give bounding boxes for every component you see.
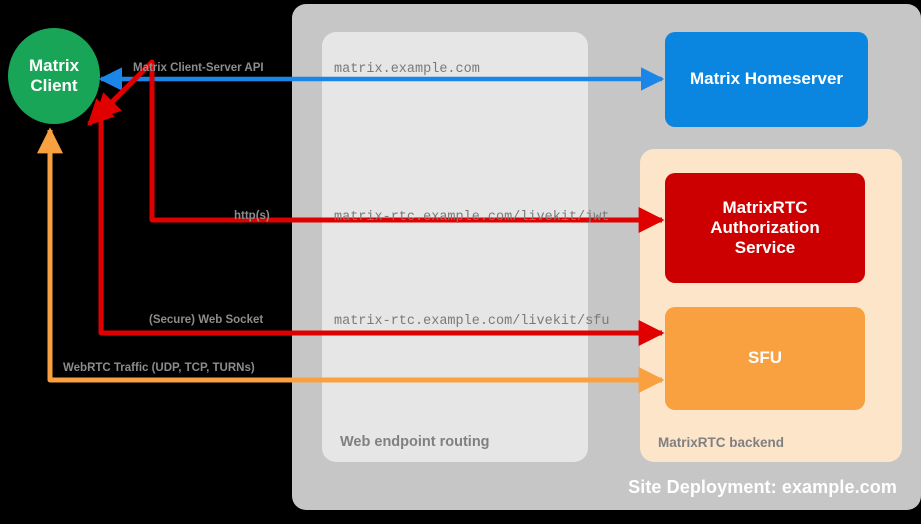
endpoint-label-livekit-sfu: matrix-rtc.example.com/livekit/sfu — [334, 314, 610, 329]
node-matrix-client[interactable]: Matrix Client — [8, 28, 100, 124]
matrixrtc-backend-label: MatrixRTC backend — [658, 435, 785, 450]
node-matrix-homeserver[interactable]: Matrix Homeserver — [665, 32, 868, 127]
flow-label-https: http(s) — [234, 210, 270, 222]
node-matrixrtc-auth-line3: Service — [734, 238, 796, 258]
node-sfu-label: SFU — [748, 348, 782, 368]
node-matrixrtc-authorization-service[interactable]: MatrixRTC Authorization Service — [665, 173, 865, 283]
node-matrixrtc-auth-line2: Authorization — [710, 217, 820, 237]
endpoint-label-livekit-jwt: matrix-rtc.example.com/livekit/jwt — [334, 210, 610, 225]
node-matrix-client-line2: Client — [30, 76, 78, 95]
node-sfu[interactable]: SFU — [665, 307, 865, 410]
node-matrixrtc-auth-line1: MatrixRTC — [722, 197, 808, 217]
flow-label-websocket: (Secure) Web Socket — [149, 314, 264, 326]
site-deployment-label: Site Deployment: example.com — [628, 477, 897, 497]
web-endpoint-routing-container: Web endpoint routing — [322, 32, 588, 462]
node-matrix-client-line1: Matrix — [28, 56, 80, 76]
endpoint-label-matrix: matrix.example.com — [334, 62, 480, 77]
flow-label-webrtc: WebRTC Traffic (UDP, TCP, TURNs) — [63, 362, 255, 374]
node-matrix-homeserver-label: Matrix Homeserver — [689, 69, 844, 89]
flow-label-client-server-api: Matrix Client-Server API — [133, 62, 264, 74]
web-endpoint-routing-label: Web endpoint routing — [340, 434, 490, 450]
